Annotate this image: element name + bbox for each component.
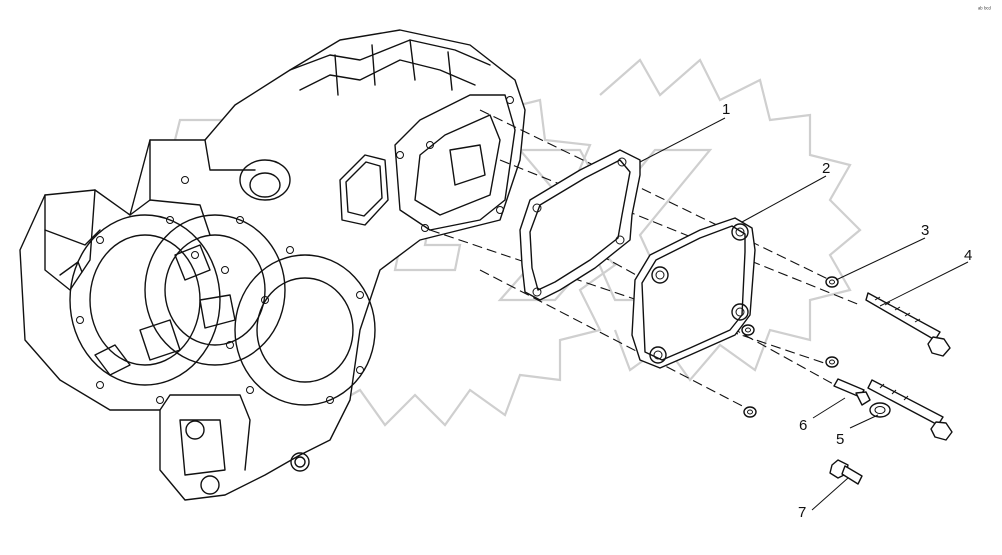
long-bolt-part-4 xyxy=(865,292,951,357)
callout-leaders xyxy=(639,117,969,511)
callout-2: 2 xyxy=(822,160,830,177)
corner-code: ᵃᵇ ᵇᶜᵈ xyxy=(978,6,991,13)
cover-plate-part-2 xyxy=(631,217,756,369)
callout-3: 3 xyxy=(921,222,929,239)
gear-housing xyxy=(19,29,526,501)
gasket-part-1 xyxy=(519,149,641,301)
callout-6: 6 xyxy=(799,417,807,434)
callout-4: 4 xyxy=(964,247,972,264)
stud-part-6 xyxy=(833,378,871,406)
hex-bolt-part-7 xyxy=(829,459,863,485)
callout-7: 7 xyxy=(798,504,806,521)
callout-1: 1 xyxy=(722,101,730,118)
callout-5: 5 xyxy=(836,431,844,448)
washers xyxy=(741,276,839,418)
flange-bolt-part-5 xyxy=(867,379,953,441)
callout-labels: 1 2 3 4 5 6 7 ᵃᵇ ᵇᶜᵈ xyxy=(722,6,991,521)
